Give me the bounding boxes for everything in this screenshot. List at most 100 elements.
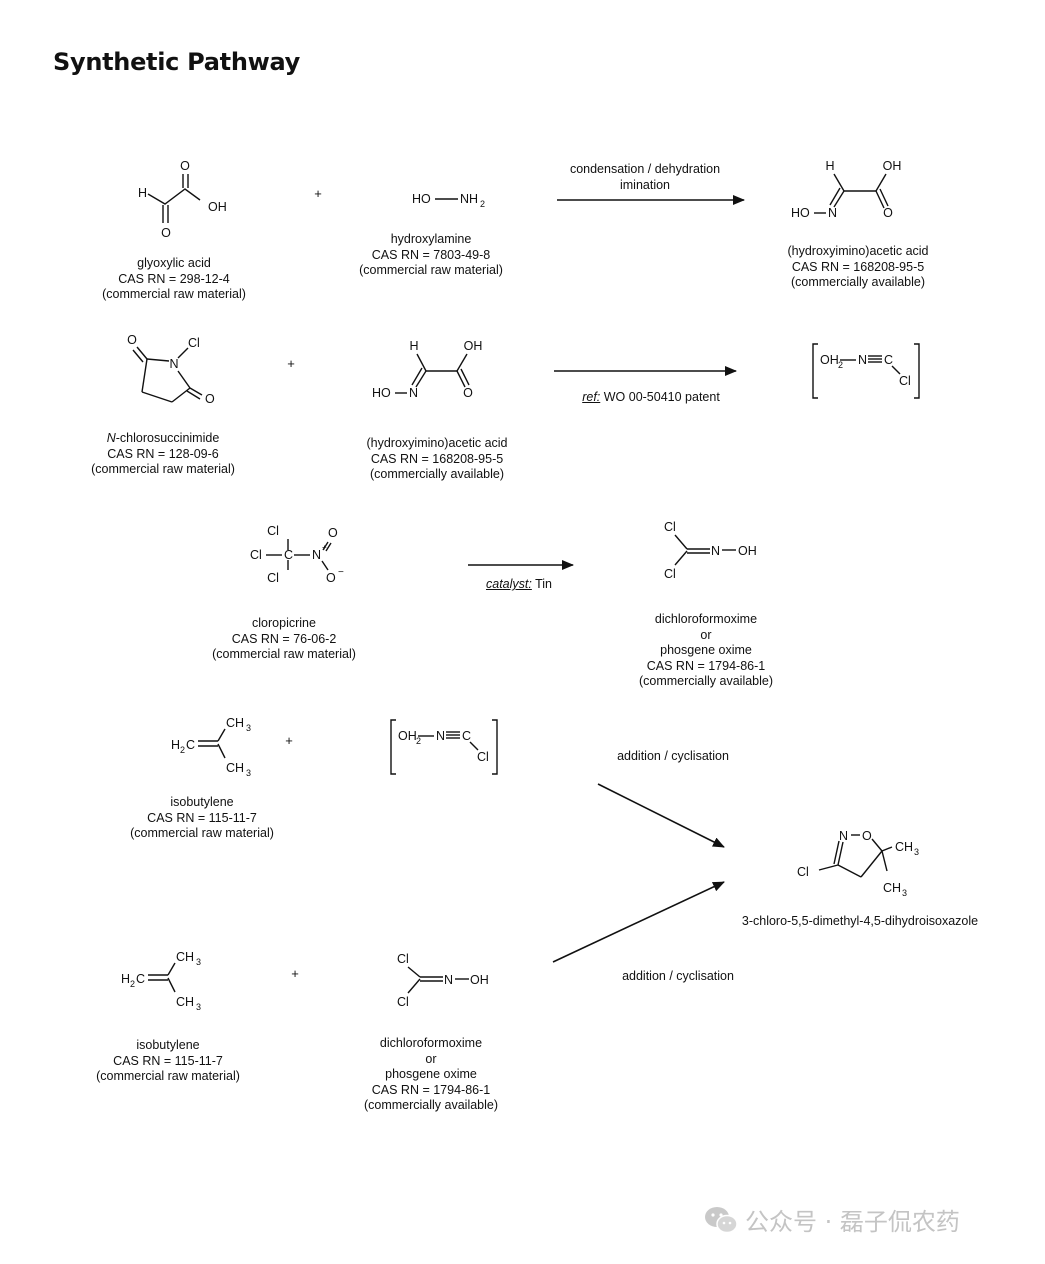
svg-text:2: 2 bbox=[838, 360, 843, 370]
svg-text:OH: OH bbox=[464, 339, 483, 353]
svg-text:2: 2 bbox=[130, 979, 135, 989]
svg-text:C: C bbox=[284, 548, 293, 562]
dichloroformoxime-caption: dichloroformoxime or phosgene oxime CAS … bbox=[364, 1036, 498, 1114]
svg-text:OH: OH bbox=[398, 729, 417, 743]
alt-name: phosgene oxime bbox=[660, 643, 752, 657]
svg-text:O: O bbox=[161, 226, 171, 240]
svg-text:N: N bbox=[436, 729, 445, 743]
compound-name: isobutylene bbox=[136, 1038, 200, 1052]
cas-number: CAS RN = 76-06-2 bbox=[231, 631, 337, 646]
dichloroformoxime-structure: Cl N OH Cl bbox=[664, 520, 757, 581]
compound-name: cloropicrine bbox=[252, 616, 316, 630]
svg-text:3: 3 bbox=[902, 888, 907, 898]
svg-text:OH: OH bbox=[470, 973, 489, 987]
svg-text:H: H bbox=[171, 738, 180, 752]
cas-number: CAS RN = 168208-95-5 bbox=[370, 451, 504, 466]
alt-name: phosgene oxime bbox=[385, 1067, 477, 1081]
cas-number: CAS RN = 115-11-7 bbox=[147, 810, 257, 825]
isobutylene-structure: CH 3 H 2 C CH 3 bbox=[171, 716, 251, 778]
plus-sign: + bbox=[285, 733, 293, 748]
availability: (commercially available) bbox=[369, 467, 505, 481]
chloronitrile-oxide-structure: OH 2 N C Cl bbox=[390, 719, 498, 775]
cas-number: CAS RN = 168208-95-5 bbox=[791, 259, 925, 274]
svg-text:CH: CH bbox=[226, 761, 244, 775]
svg-text:O: O bbox=[463, 386, 473, 400]
svg-text:C: C bbox=[186, 738, 195, 752]
cas-number: CAS RN = 128-09-6 bbox=[107, 446, 219, 461]
svg-text:OH: OH bbox=[820, 353, 839, 367]
svg-text:CH: CH bbox=[226, 716, 244, 730]
product-isoxazoline-structure: N O CH 3 CH 3 Cl bbox=[797, 829, 919, 898]
svg-text:O: O bbox=[180, 159, 190, 173]
compound-name: (hydroxyimino)acetic acid bbox=[366, 436, 508, 450]
hydroxyiminoacetic-acid-caption: (hydroxyimino)acetic acid CAS RN = 16820… bbox=[787, 244, 928, 291]
isobutylene-caption: isobutylene CAS RN = 115-11-7 (commercia… bbox=[130, 795, 274, 842]
svg-text:Cl: Cl bbox=[188, 336, 200, 350]
svg-text:2: 2 bbox=[180, 745, 185, 755]
dichloroformoxime-structure: Cl N OH Cl bbox=[397, 952, 489, 1009]
n-chlorosuccinimide-structure: O N Cl O bbox=[127, 333, 215, 406]
svg-text:O: O bbox=[862, 829, 872, 843]
availability: (commercial raw material) bbox=[130, 826, 274, 840]
svg-text:N: N bbox=[169, 357, 178, 371]
hydroxylamine-structure: HO NH 2 bbox=[412, 192, 485, 209]
compound-name: dichloroformoxime bbox=[379, 1036, 483, 1050]
cas-number: CAS RN = 298-12-4 bbox=[118, 271, 230, 286]
compound-name: hydroxylamine bbox=[390, 232, 472, 246]
svg-text:Cl: Cl bbox=[250, 548, 262, 562]
svg-text:Cl: Cl bbox=[664, 520, 676, 534]
product-caption: 3-chloro-5,5-dimethyl-4,5-dihydroisoxazo… bbox=[742, 914, 978, 930]
svg-text:O: O bbox=[883, 206, 893, 220]
svg-text:OH: OH bbox=[738, 544, 757, 558]
svg-text:Cl: Cl bbox=[477, 750, 489, 764]
svg-text:2: 2 bbox=[480, 199, 485, 209]
chloronitrile-oxide-structure: OH 2 N C Cl bbox=[812, 343, 920, 399]
svg-text:H: H bbox=[409, 339, 418, 353]
availability: (commercial raw material) bbox=[359, 263, 503, 277]
svg-text:CH: CH bbox=[176, 950, 194, 964]
svg-text:3: 3 bbox=[196, 1002, 201, 1012]
cas-number: CAS RN = 7803-49-8 bbox=[371, 247, 491, 262]
svg-text:3: 3 bbox=[246, 723, 251, 733]
svg-text:O: O bbox=[328, 526, 338, 540]
svg-text:Cl: Cl bbox=[267, 524, 279, 538]
chloropicrin-structure: Cl Cl C N + O O − Cl bbox=[250, 524, 344, 585]
svg-text:3: 3 bbox=[246, 768, 251, 778]
svg-text:O: O bbox=[205, 392, 215, 406]
wechat-icon bbox=[705, 1206, 738, 1233]
svg-text:O: O bbox=[127, 333, 137, 347]
svg-text:Cl: Cl bbox=[267, 571, 279, 585]
compound-name: isobutylene bbox=[170, 795, 234, 809]
svg-text:N: N bbox=[839, 829, 848, 843]
availability: (commercial raw material) bbox=[212, 647, 356, 661]
condition-step4b: addition / cyclisation bbox=[622, 969, 734, 983]
svg-text:N: N bbox=[828, 206, 837, 220]
availability: (commercially available) bbox=[790, 275, 926, 289]
condition-step4a: addition / cyclisation bbox=[617, 749, 729, 763]
svg-text:3: 3 bbox=[914, 847, 919, 857]
svg-text:Cl: Cl bbox=[664, 567, 676, 581]
availability: (commercial raw material) bbox=[102, 287, 246, 301]
hydroxyiminoacetic-acid-caption: (hydroxyimino)acetic acid CAS RN = 16820… bbox=[366, 436, 507, 483]
svg-text:H: H bbox=[121, 972, 130, 986]
compound-name: (hydroxyimino)acetic acid bbox=[787, 244, 929, 258]
hydroxylamine-caption: hydroxylamine CAS RN = 7803-49-8 (commer… bbox=[359, 232, 503, 279]
condition-step1: condensation / dehydration imination bbox=[569, 162, 721, 192]
svg-text:HO: HO bbox=[412, 192, 431, 206]
compound-name: N-chlorosuccinimide bbox=[106, 431, 220, 445]
arrow-step4a bbox=[597, 783, 725, 848]
svg-text:N: N bbox=[858, 353, 867, 367]
or-text: or bbox=[425, 1051, 437, 1066]
cas-number: CAS RN = 1794-86-1 bbox=[646, 658, 766, 673]
condition-step2: ref: WO 00-50410 patent bbox=[582, 390, 720, 404]
svg-text:OH: OH bbox=[208, 200, 227, 214]
hydroxyiminoacetic-acid-structure: H OH O HO N bbox=[372, 339, 483, 400]
availability: (commercial raw material) bbox=[96, 1069, 240, 1083]
svg-text:C: C bbox=[462, 729, 471, 743]
svg-text:CH: CH bbox=[176, 995, 194, 1009]
svg-text:CH: CH bbox=[883, 881, 901, 895]
svg-text:H: H bbox=[138, 186, 147, 200]
svg-text:Cl: Cl bbox=[397, 952, 409, 966]
hydroxyiminoacetic-acid-structure: H OH O HO N bbox=[791, 159, 901, 220]
